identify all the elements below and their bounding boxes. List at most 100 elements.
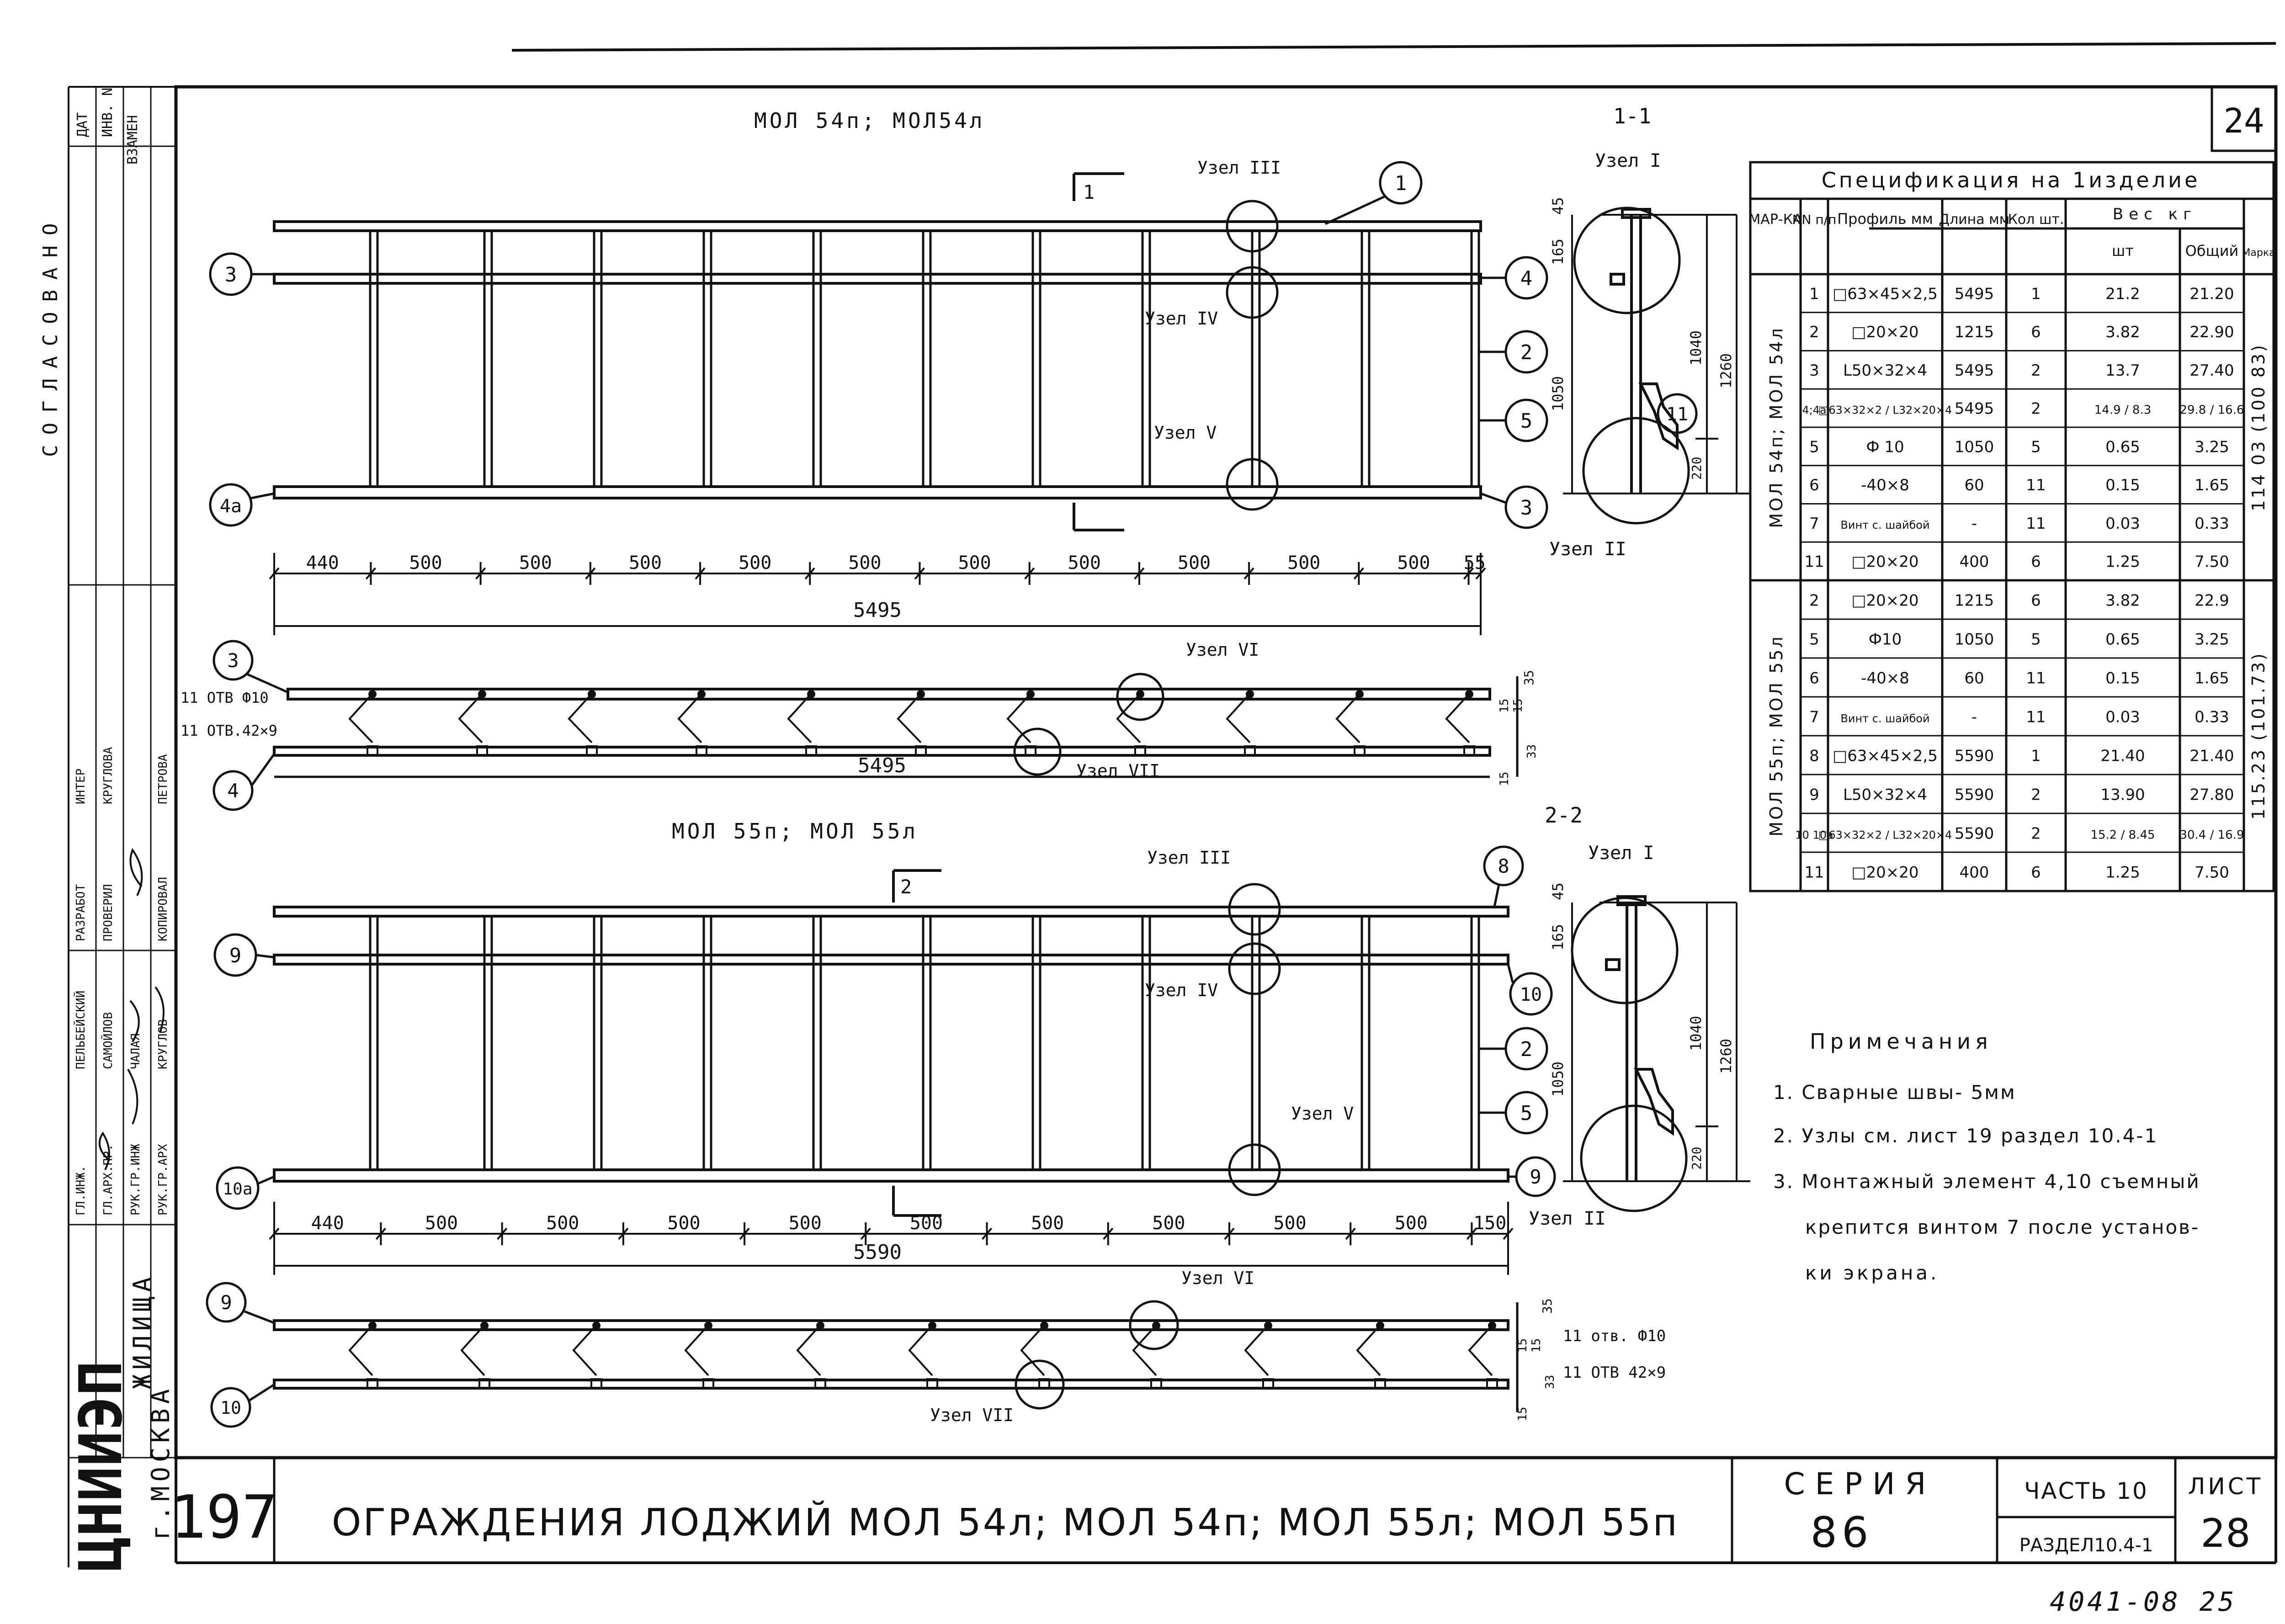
callout-5: 5 (1520, 409, 1533, 433)
spec-cell-one: 13.90 (2100, 785, 2145, 804)
spec-cell-one: 0.03 (2105, 515, 2140, 533)
spec-h-weight: Вес кг (2113, 205, 2197, 223)
spec-cell-qty: 11 (2026, 515, 2046, 533)
dim-value: 500 (1395, 1213, 1428, 1234)
node-label-5b: Узел V (1291, 1104, 1354, 1124)
sec2-dim-45: 45 (1549, 882, 1567, 900)
stamp-name-6: ПЕТРОВА (156, 754, 170, 804)
frame-mol54 (273, 220, 1482, 499)
spec-cell-all: 7.50 (2195, 553, 2229, 571)
note-3b: крепится винтом 7 после установ- (1805, 1216, 2200, 1238)
note-1: 1. Сварные швы- 5мм (1773, 1081, 2016, 1104)
spec-cell-n: 10 10а (1795, 828, 1833, 841)
spec-cell-len: 5495 (1955, 361, 1994, 380)
spec-cell-all: 30.4 / 16.9 (2179, 828, 2244, 842)
spec-cell-one: 0.15 (2105, 476, 2140, 494)
sheet-number: 24 (2223, 101, 2264, 141)
elevation-mol54: МОЛ 54п; МОЛ54л Узел III Узел IV Узел (209, 104, 1651, 635)
dim-value: 500 (629, 552, 662, 573)
spec-cell-len: - (1971, 515, 1977, 533)
spec-cell-len: 1215 (1955, 591, 1994, 610)
holes2-label-a: 11 отв. Ф10 (1563, 1327, 1666, 1345)
holes-label-b: 11 ОТВ.42×9 (181, 722, 277, 739)
spec-cell-n: 2 (1809, 323, 1819, 341)
stamp-role-3: РУК.ГР.АРХ (156, 1144, 170, 1215)
dim-value: 500 (519, 552, 552, 573)
note-3a: 3. Монтажный элемент 4,10 съемный (1773, 1170, 2200, 1193)
stamp-name-5: КРУГЛОВА (101, 747, 115, 804)
spec-cell-all: 3.25 (2195, 438, 2229, 456)
spec-cell-all: 1.65 (2195, 476, 2229, 494)
org-sub1: ЖИЛИЩА (128, 1273, 157, 1389)
spec-cell-len: 60 (1964, 476, 1984, 494)
spec-cell-one: 15.2 / 8.45 (2090, 828, 2155, 842)
section-2-2: Узел I Узел II 45 165 1050 1040 1260 220 (1529, 843, 1750, 1229)
plan-mol55: 9 10 11 отв. Ф10 11 ОТВ 42×9 Узел VI Узе… (206, 1268, 1666, 1428)
callout-2: 2 (1520, 341, 1533, 364)
spec-cell-all: 21.40 (2189, 747, 2234, 765)
callout-9b: 9 (1530, 1166, 1541, 1188)
spec-h-wtotal: Общий (2185, 242, 2239, 260)
spec-group2-total: 115.23 (101.73) (2248, 652, 2269, 820)
section-1-1: Узел I Узел II 11 45 165 1050 1040 1260 … (1549, 150, 1750, 560)
stamp-label-inv: ИНВ. N (100, 88, 116, 137)
spec-title: Спецификация на 1изделие (1822, 168, 2200, 192)
spec-group2-mark: МОЛ 55п; МОЛ 55л (1766, 635, 1786, 836)
stamp-name-3: КРУГЛОВ (156, 1019, 170, 1069)
spec-cell-n: 6 (1809, 669, 1819, 687)
spec-cell-all: 29.8 / 16.6 (2179, 403, 2244, 417)
plan2-callout-10: 10 (220, 1398, 241, 1418)
section1-callout-11: 11 (1666, 404, 1688, 425)
dim-value: 500 (910, 1213, 943, 1234)
dim-value: 500 (409, 552, 442, 573)
dim-value: 500 (848, 552, 881, 573)
spec-cell-qty: 5 (2031, 438, 2041, 456)
plan-mol54: 3 4 11 ОТВ Ф10 11 ОТВ.42×9 Узел VI Узел … (181, 640, 1539, 811)
spec-h-profile: Профиль мм (1837, 210, 1933, 228)
spec-cell-all: 22.90 (2189, 323, 2234, 341)
dim-ticks-mol54 (269, 562, 1486, 585)
title-block: 197 ОГРАЖДЕНИЯ ЛОДЖИЙ МОЛ 54л; МОЛ 54п; … (170, 1458, 2263, 1617)
spec-cell-one: 3.82 (2105, 591, 2140, 610)
plan-dim-15c: 15 (1498, 772, 1511, 786)
node-label-1b: Узел I (1588, 843, 1654, 864)
part-label: ЧАСТЬ 10 (2024, 1478, 2148, 1504)
plan-dim-15a: 15 (1498, 699, 1511, 713)
balusters-mol54 (369, 231, 1480, 487)
spec-cell-all: 3.25 (2195, 630, 2229, 648)
spec-table: Спецификация на 1изделие МАР-КА NN п/п П… (1748, 161, 2275, 892)
spec-cell-all: 22.9 (2195, 591, 2229, 610)
dim-value: 500 (739, 552, 771, 573)
bottom-code: 4041-08 25 (2050, 1586, 2237, 1617)
spec-cell-profile: Ф10 (1869, 630, 1902, 648)
org-logo: ЦНИИЭП (67, 1361, 135, 1572)
dim-ticks-mol55 (269, 1222, 1514, 1245)
org-sub2: г.МОСКВА (146, 1385, 175, 1540)
spec-cell-qty: 2 (2031, 824, 2041, 843)
node-label-5: Узел V (1154, 423, 1217, 443)
stamp-role-0: ГЛ.ИНЖ. (74, 1165, 88, 1215)
spec-cell-qty: 6 (2031, 863, 2041, 881)
spec-cell-profile: □63×32×2 / L32×20×4 (1818, 828, 1952, 841)
spec-cell-qty: 11 (2026, 476, 2046, 494)
spec-cell-one: 14.9 / 8.3 (2094, 403, 2152, 417)
node-label-2b: Узел II (1529, 1208, 1606, 1229)
series-value: 86 (1810, 1508, 1873, 1557)
spec-cell-one: 1.25 (2105, 553, 2140, 571)
bracket-zigzag-mol54 (348, 690, 1475, 756)
plan2-dim-33: 33 (1543, 1375, 1557, 1389)
dim-value: 500 (667, 1213, 700, 1234)
spec-cell-n: 2 (1809, 591, 1819, 610)
sheet-label: ЛИСТ (2188, 1473, 2263, 1500)
spec-cell-all: 27.40 (2189, 361, 2234, 380)
dim-value: 440 (311, 1213, 344, 1234)
dim-value: 500 (789, 1213, 822, 1234)
sheet-frame (68, 42, 2278, 1567)
plan2-callout-9: 9 (220, 1291, 232, 1314)
notes-title: Примечания (1810, 1029, 1993, 1054)
callout-10: 10 (1520, 984, 1542, 1005)
spec-cell-profile: L50×32×4 (1843, 361, 1927, 380)
spec-cell-qty: 2 (2031, 785, 2041, 804)
